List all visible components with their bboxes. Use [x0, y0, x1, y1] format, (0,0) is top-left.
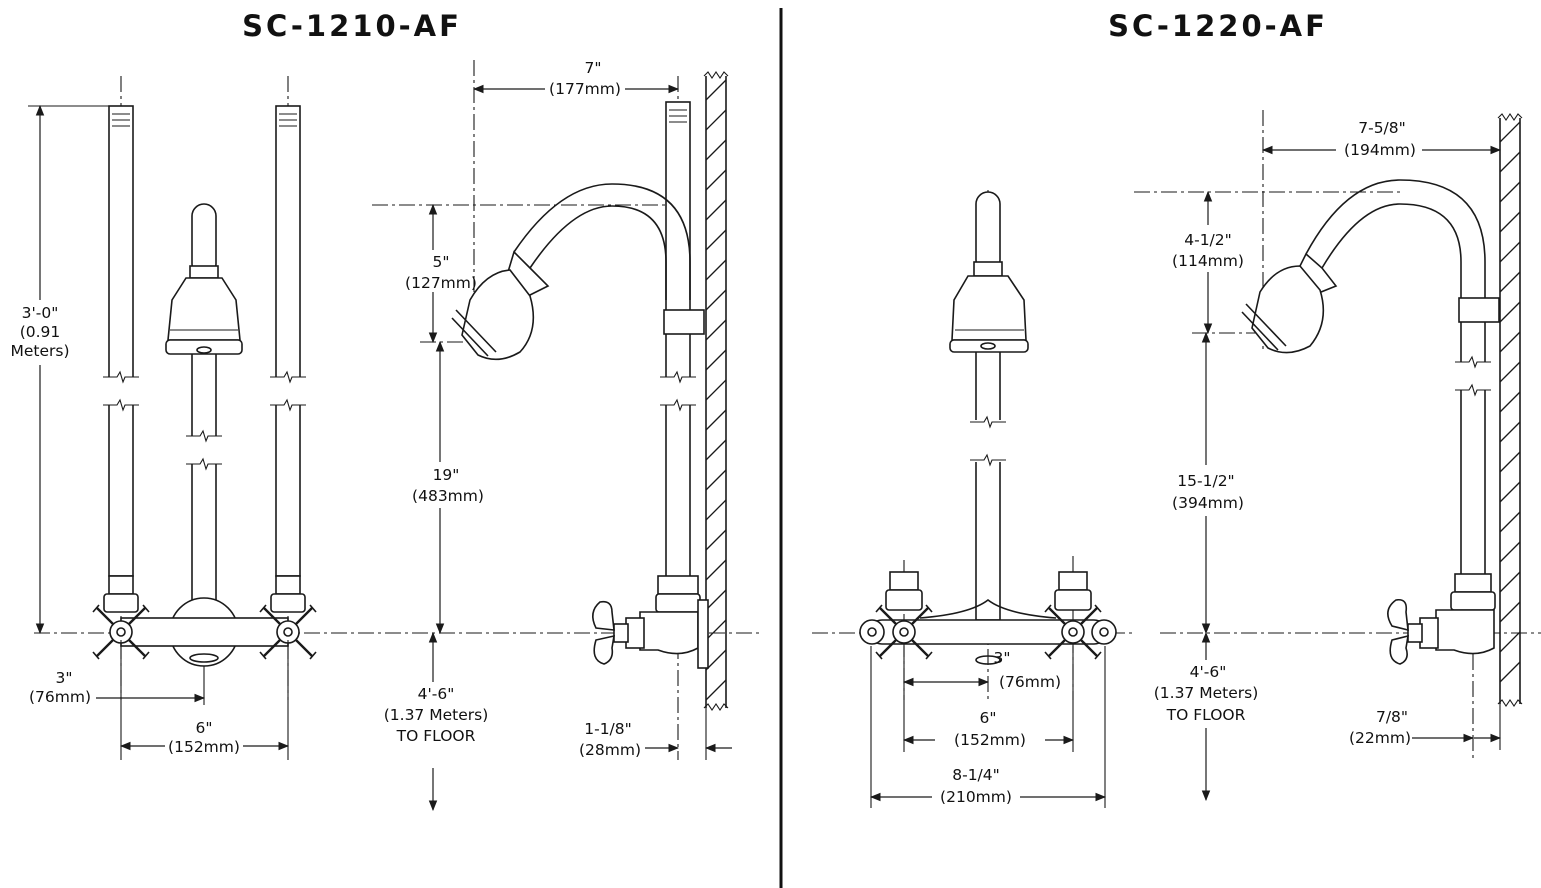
right-projection-1: 7-5/8"	[1358, 119, 1406, 137]
left-head-to-valve-2: (483mm)	[412, 487, 484, 505]
left-valve-offset-1: 3"	[56, 669, 73, 687]
right-wall-offset-1: 7/8"	[1376, 708, 1408, 726]
left-to-floor-2: (1.37 Meters)	[384, 706, 489, 724]
right-front-dimensions: 3" (76mm) 6" (152mm) 8-1/4" (210mm)	[869, 646, 1107, 808]
left-wall-offset-2: (28mm)	[579, 741, 641, 759]
right-side-view	[1134, 110, 1541, 760]
left-side-view	[372, 60, 729, 760]
left-valve-spacing-1: 6"	[196, 719, 213, 737]
left-front-dimensions: 3'-0" (0.91 Meters) 3" (76mm) 6" (152mm)	[10, 104, 290, 760]
right-front-view	[812, 190, 1136, 700]
left-wall-hatch	[705, 79, 727, 701]
left-height-dim-1: 3'-0"	[22, 304, 59, 322]
right-head-to-valve-2: (394mm)	[1172, 494, 1244, 512]
right-valve-spacing-2: (152mm)	[954, 731, 1026, 749]
right-center-offset-2: (76mm)	[999, 673, 1061, 691]
left-height-dim-2: (0.91	[20, 323, 61, 341]
right-arm-rise-2: (114mm)	[1172, 252, 1244, 270]
right-overall-width-2: (210mm)	[940, 788, 1012, 806]
left-valve-spacing-2: (152mm)	[168, 738, 240, 756]
right-wall-hatch	[1499, 121, 1521, 683]
right-to-floor-3: TO FLOOR	[1166, 706, 1246, 724]
right-overall-width-1: 8-1/4"	[952, 766, 1000, 784]
right-wall-offset-2: (22mm)	[1349, 729, 1411, 747]
right-to-floor-2: (1.37 Meters)	[1154, 684, 1259, 702]
right-to-floor-1: 4'-6"	[1190, 663, 1227, 681]
left-arm-rise-1: 5"	[433, 253, 450, 271]
right-side-dimensions: 7-5/8" (194mm) 4-1/2" (114mm) 15-1/2" (3…	[1154, 119, 1502, 802]
left-wall-offset-1: 1-1/8"	[584, 720, 632, 738]
right-head-to-valve-1: 15-1/2"	[1177, 472, 1234, 490]
right-arm-rise-1: 4-1/2"	[1184, 231, 1232, 249]
left-arm-rise-2: (127mm)	[405, 274, 477, 292]
right-valve-spacing-1: 6"	[980, 709, 997, 727]
title-right: SC-1220-AF	[1108, 9, 1328, 43]
left-projection-1: 7"	[585, 59, 602, 77]
title-left: SC-1210-AF	[242, 9, 462, 43]
left-to-floor-3: TO FLOOR	[396, 727, 476, 745]
left-side-dimensions: 7" (177mm) 5" (127mm) 19" (483mm) 4'-6" …	[384, 59, 732, 812]
left-head-to-valve-1: 19"	[433, 466, 460, 484]
right-center-offset-1: 3"	[994, 649, 1011, 667]
right-projection-2: (194mm)	[1344, 141, 1416, 159]
left-valve-offset-2: (76mm)	[29, 688, 91, 706]
left-height-dim-3: Meters)	[10, 342, 69, 360]
left-to-floor-1: 4'-6"	[418, 685, 455, 703]
left-projection-2: (177mm)	[549, 80, 621, 98]
left-front-view	[34, 76, 760, 700]
